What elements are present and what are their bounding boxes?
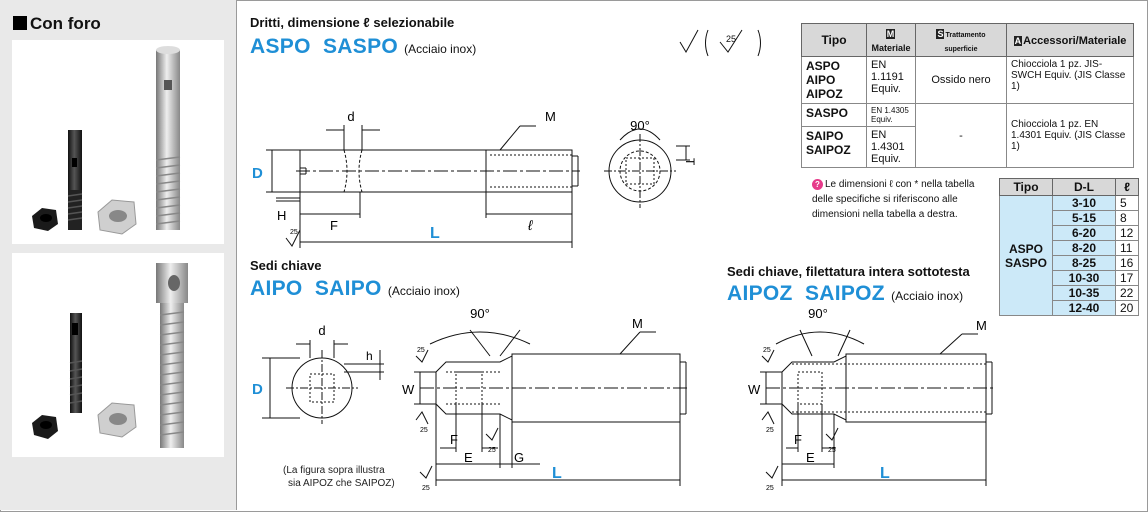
- dimension-note: ?Le dimensioni ℓ con * nella tabella del…: [812, 179, 975, 220]
- panel-title: Con foro: [13, 14, 101, 34]
- product-photo-straight: [12, 40, 224, 244]
- section2-heading: Sedi chiave: [250, 258, 322, 273]
- spec-cell-treatment-3: -: [915, 103, 1007, 168]
- spec-cell-accessory-3: Chiocciola 1 pz. EN 1.4301 Equiv. (JIS C…: [1006, 103, 1134, 168]
- info-icon: ?: [812, 179, 823, 190]
- drawing-full-thread-pin: 90° M W F E L 25 25 25 25: [748, 306, 996, 492]
- spec-cell-treatment-1: Ossido nero: [915, 56, 1007, 104]
- svg-text:25: 25: [417, 347, 425, 354]
- section2-material: (Acciaio inox): [387, 284, 460, 298]
- spec-header-material: MMateriale: [866, 23, 916, 57]
- svg-text:L: L: [880, 465, 890, 482]
- svg-text:25: 25: [726, 34, 736, 44]
- code-saipoz: SAIPOZ: [804, 282, 885, 305]
- section2-codes: AIPO SAIPO (Acciaio inox): [250, 277, 460, 301]
- svg-text:F: F: [450, 432, 458, 447]
- code-aspo: ASPO: [250, 35, 311, 58]
- product-photo-keyseat: [12, 253, 224, 457]
- section1-codes: ASPO SASPO (Acciaio inox): [250, 35, 476, 59]
- svg-text:90°: 90°: [808, 306, 828, 321]
- roughness-symbol: 25: [679, 29, 761, 57]
- svg-text:25: 25: [766, 485, 774, 492]
- svg-text:25: 25: [488, 447, 496, 454]
- svg-text:90°: 90°: [630, 118, 650, 133]
- section1-heading: Dritti, dimensione ℓ selezionabile: [250, 15, 455, 30]
- section3-codes: AIPOZ SAIPOZ (Acciaio inox): [727, 282, 963, 306]
- svg-text:L: L: [552, 465, 562, 482]
- section2-note-1: (La figura sopra illustra: [283, 465, 385, 476]
- svg-text:25: 25: [290, 229, 298, 236]
- svg-text:M: M: [976, 318, 987, 333]
- svg-text:90°: 90°: [470, 306, 490, 321]
- svg-text:E: E: [464, 450, 473, 465]
- spec-cell-type-2: SASPO: [801, 103, 867, 127]
- spec-cell-material-2: EN 1.4305 Equiv.: [866, 103, 916, 127]
- svg-text:F: F: [330, 218, 338, 233]
- svg-text:M: M: [545, 109, 556, 124]
- code-saipo: SAIPO: [314, 277, 382, 300]
- svg-text:T: T: [683, 158, 697, 166]
- svg-text:H: H: [277, 208, 286, 223]
- code-aipoz: AIPOZ: [727, 282, 793, 305]
- svg-text:L: L: [430, 225, 440, 242]
- code-saspo: SASPO: [323, 35, 399, 58]
- svg-text:W: W: [748, 382, 761, 397]
- code-aipo: AIPO: [250, 277, 303, 300]
- drawing-straight-pin: 25 d M D H F ℓ L 90° T 25: [252, 29, 761, 248]
- spec-cell-accessory-1: Chiocciola 1 pz. JIS-SWCH Equiv. (JIS Cl…: [1006, 56, 1134, 104]
- svg-text:25: 25: [766, 427, 774, 434]
- svg-text:ℓ: ℓ: [527, 217, 533, 233]
- spec-cell-material-3: EN 1.4301 Equiv.: [866, 126, 916, 168]
- svg-text:D: D: [252, 381, 263, 398]
- section3-heading: Sedi chiave, filettatura intera sottotes…: [727, 264, 970, 279]
- svg-text:d: d: [318, 323, 325, 338]
- svg-text:25: 25: [763, 347, 771, 354]
- svg-text:25: 25: [828, 447, 836, 454]
- svg-text:25: 25: [420, 427, 428, 434]
- svg-text:h: h: [366, 349, 373, 363]
- section3-material: (Acciaio inox): [891, 289, 964, 303]
- svg-text:d: d: [347, 109, 354, 124]
- photo-straight-pin: [32, 46, 181, 235]
- left-panel: Con foro: [0, 0, 237, 510]
- spec-row-2: SASPO EN 1.4305 Equiv. - Chiocciola 1 pz…: [801, 103, 1134, 168]
- spec-cell-material-1: EN 1.1191 Equiv.: [866, 56, 916, 104]
- dim-header-tipo: Tipo: [999, 178, 1053, 196]
- svg-text:E: E: [806, 450, 815, 465]
- svg-text:G: G: [514, 450, 524, 465]
- svg-text:F: F: [794, 432, 802, 447]
- photo-keyseat-pin: [32, 263, 188, 448]
- dim-header-row: Tipo D-L ℓ: [999, 178, 1139, 196]
- svg-text:W: W: [402, 382, 415, 397]
- square-icon: [13, 16, 27, 30]
- dim-header-ell: ℓ: [1115, 178, 1139, 196]
- spec-header-tipo: Tipo: [801, 23, 867, 57]
- dim-header-dl: D-L: [1052, 178, 1116, 196]
- section2-note-2: sia AIPOZ che SAIPOZ): [288, 478, 395, 489]
- drawing-keyseat-pin: d D h 90° M W F E G L 25 25 25 25: [252, 306, 690, 492]
- svg-text:M: M: [632, 316, 643, 331]
- svg-text:D: D: [252, 165, 263, 182]
- section1-material: (Acciaio inox): [404, 42, 477, 56]
- svg-text:25: 25: [422, 485, 430, 492]
